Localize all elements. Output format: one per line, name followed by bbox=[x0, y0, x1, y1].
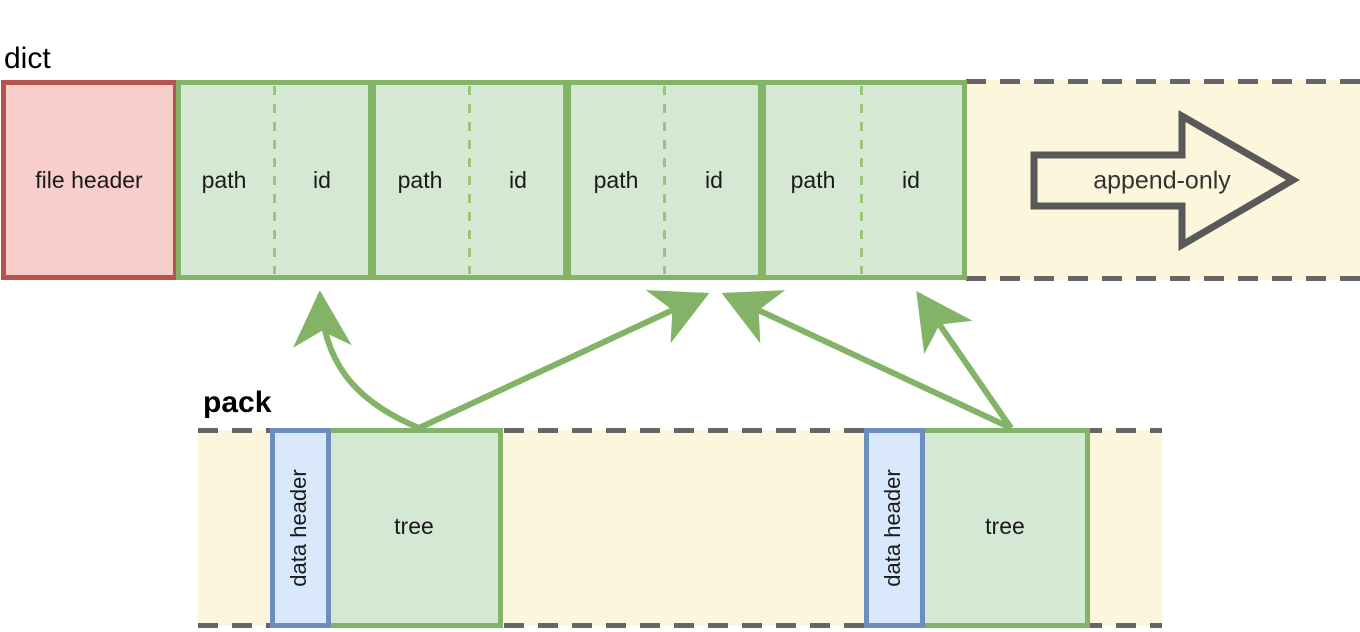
link-pack2-to-entry3 bbox=[721, 290, 1013, 431]
dict-entry-3-path-label: path bbox=[594, 167, 639, 193]
pack-block-1-tree-label: tree bbox=[394, 513, 434, 539]
file-header-block: file header bbox=[1, 80, 178, 280]
dict-entry-4-id-label: id bbox=[902, 167, 920, 193]
file-header-label: file header bbox=[35, 167, 143, 193]
append-only-arrow-shape bbox=[1030, 109, 1300, 252]
link-pack1-to-entry1 bbox=[293, 290, 421, 431]
link-arrows bbox=[293, 290, 1014, 431]
pack-section: tree data header tree data header pack bbox=[198, 386, 1162, 628]
dict-entry-3: path id bbox=[566, 80, 763, 280]
pack-block-1-header-rect bbox=[270, 428, 331, 628]
dict-entry-1-id-label: id bbox=[313, 167, 331, 193]
link-pack1-to-entry3 bbox=[417, 290, 710, 431]
dict-entry-2: path id bbox=[371, 80, 568, 280]
pack-block-1: tree data header bbox=[270, 428, 503, 628]
dict-entry-1: path id bbox=[176, 80, 373, 280]
dict-entry-3-id-label: id bbox=[705, 167, 723, 193]
append-only-label: append-only bbox=[1093, 167, 1231, 195]
dict-entry-2-id-label: id bbox=[509, 167, 527, 193]
pack-block-2-tree-label: tree bbox=[985, 513, 1025, 539]
dict-entry-4: path id bbox=[761, 80, 967, 280]
pack-block-2: tree data header bbox=[864, 428, 1090, 628]
pack-block-2-tree-rect bbox=[920, 428, 1090, 628]
dict-entry-4-path-label: path bbox=[791, 167, 836, 193]
dict-section-label: dict bbox=[4, 42, 51, 75]
pack-block-2-header-rect bbox=[864, 428, 925, 628]
dict-entry-1-path-label: path bbox=[202, 167, 247, 193]
dict-entry-2-path-label: path bbox=[398, 167, 443, 193]
pack-section-label: pack bbox=[203, 386, 272, 419]
file-header-rect bbox=[1, 80, 178, 280]
dict-section: append-only file header path id path id bbox=[1, 42, 1360, 281]
dict-entry-4-rect bbox=[761, 80, 967, 280]
pack-block-1-header-label: data header bbox=[286, 469, 311, 586]
link-pack2-to-entry4 bbox=[916, 291, 1014, 430]
pack-block-2-header-label: data header bbox=[880, 469, 905, 586]
append-only-arrow: append-only bbox=[1030, 109, 1300, 252]
